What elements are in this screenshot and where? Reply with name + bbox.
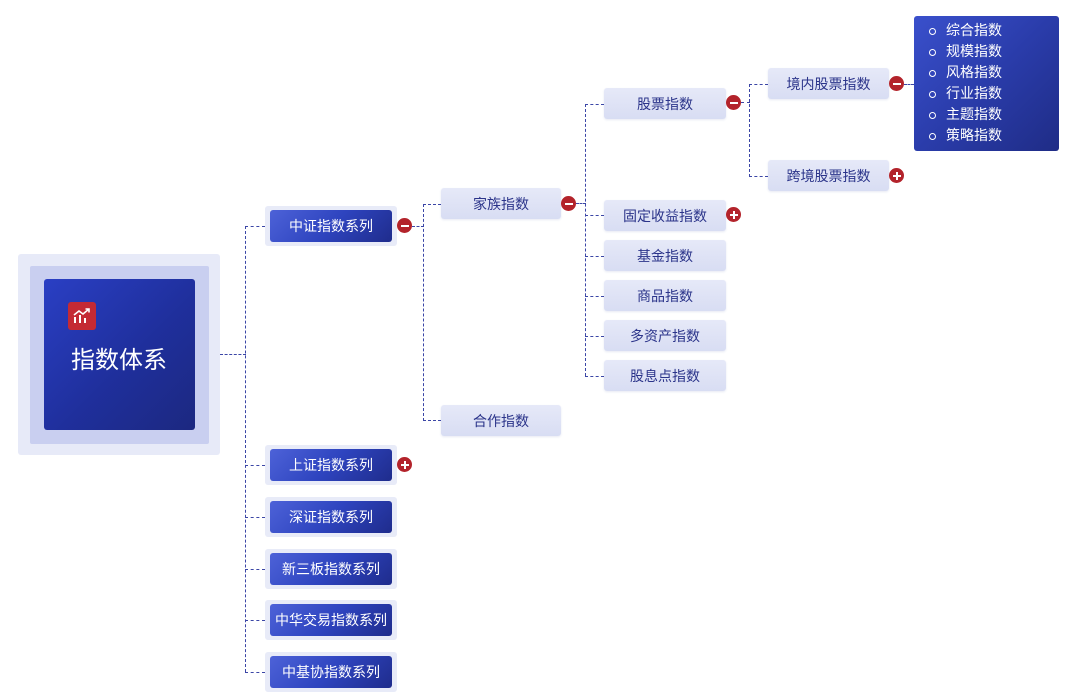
series-ctc-label: 中华交易指数系列	[275, 613, 387, 629]
series-csi-node[interactable]: 中证指数系列	[270, 210, 392, 242]
bullet-icon	[929, 133, 936, 140]
plus-icon	[729, 210, 738, 219]
connector-family-trunk	[585, 104, 586, 376]
domestic-index-list-panel: 综合指数 规模指数 风格指数 行业指数 主题指数 策略指数	[914, 16, 1059, 151]
connector-series-6	[245, 672, 265, 673]
commodity-index-node[interactable]: 商品指数	[604, 280, 726, 311]
fund-index-label: 基金指数	[637, 248, 693, 265]
series-neeq-label: 新三板指数系列	[282, 562, 380, 578]
minus-icon	[400, 224, 409, 227]
connector-domestic	[904, 84, 914, 85]
bullet-icon	[929, 70, 936, 77]
stock-index-label: 股票指数	[637, 96, 693, 113]
connector-series-3	[245, 517, 265, 518]
multi-asset-index-label: 多资产指数	[630, 328, 700, 345]
connector-series-2	[245, 465, 265, 466]
connector-series-1	[245, 226, 265, 227]
connector-family-1	[585, 104, 604, 105]
minus-icon	[564, 202, 573, 205]
series-amac-label: 中基协指数系列	[282, 665, 380, 681]
connector-series-trunk	[245, 226, 246, 672]
list-item[interactable]: 行业指数	[929, 84, 1002, 105]
domestic-stock-index-label: 境内股票指数	[786, 76, 871, 93]
multi-asset-index-node[interactable]: 多资产指数	[604, 320, 726, 351]
cross-border-stock-index-label: 跨境股票指数	[786, 168, 871, 185]
dividend-point-index-label: 股息点指数	[630, 368, 700, 385]
dividend-point-index-node[interactable]: 股息点指数	[604, 360, 726, 391]
list-item[interactable]: 综合指数	[929, 21, 1002, 42]
series-sse-label: 上证指数系列	[289, 458, 373, 474]
bullet-icon	[929, 49, 936, 56]
connector-csi-trunk	[423, 204, 424, 421]
connector-stock	[741, 102, 750, 103]
connector-family-6	[585, 376, 604, 377]
plus-icon	[400, 460, 409, 469]
series-csi-label: 中证指数系列	[289, 219, 373, 235]
fixed-income-index-label: 固定收益指数	[623, 208, 707, 225]
connector-family-4	[585, 296, 604, 297]
minus-icon	[892, 82, 901, 85]
stock-index-collapse-toggle[interactable]	[726, 95, 741, 110]
list-item[interactable]: 策略指数	[929, 126, 1002, 147]
plus-icon	[892, 171, 901, 180]
connector-stock-2	[749, 176, 768, 177]
domestic-stock-collapse-toggle[interactable]	[889, 76, 904, 91]
series-szse-label: 深证指数系列	[289, 510, 373, 526]
bullet-icon	[929, 91, 936, 98]
connector-csi-1	[423, 204, 441, 205]
list-item[interactable]: 主题指数	[929, 105, 1002, 126]
cross-border-stock-index-node[interactable]: 跨境股票指数	[768, 160, 889, 191]
connector-family-3	[585, 256, 604, 257]
connector-root	[220, 354, 246, 355]
family-index-node[interactable]: 家族指数	[441, 188, 561, 219]
series-ctc-node[interactable]: 中华交易指数系列	[270, 604, 392, 636]
cooperation-index-node[interactable]: 合作指数	[441, 405, 561, 436]
chart-trend-icon	[68, 302, 96, 330]
list-item[interactable]: 风格指数	[929, 63, 1002, 84]
series-amac-node[interactable]: 中基协指数系列	[270, 656, 392, 688]
root-title: 指数体系	[71, 346, 167, 374]
cooperation-index-label: 合作指数	[473, 413, 529, 430]
connector-series-4	[245, 569, 265, 570]
connector-csi-2	[423, 420, 441, 421]
family-index-collapse-toggle[interactable]	[561, 196, 576, 211]
fixed-income-index-node[interactable]: 固定收益指数	[604, 200, 726, 231]
domestic-index-list: 综合指数 规模指数 风格指数 行业指数 主题指数 策略指数	[929, 21, 1002, 147]
connector-stock-1	[749, 84, 768, 85]
list-item[interactable]: 规模指数	[929, 42, 1002, 63]
connector-stock-trunk	[749, 84, 750, 177]
fund-index-node[interactable]: 基金指数	[604, 240, 726, 271]
fixed-income-expand-toggle[interactable]	[726, 207, 741, 222]
connector-family-2	[585, 215, 604, 216]
family-index-label: 家族指数	[473, 196, 529, 213]
domestic-stock-index-node[interactable]: 境内股票指数	[768, 68, 889, 99]
series-csi-collapse-toggle[interactable]	[397, 218, 412, 233]
connector-family-5	[585, 336, 604, 337]
connector-family	[576, 203, 586, 204]
bullet-icon	[929, 112, 936, 119]
connector-series-5	[245, 620, 265, 621]
minus-icon	[729, 101, 738, 104]
series-szse-node[interactable]: 深证指数系列	[270, 501, 392, 533]
connector-csi	[412, 226, 424, 227]
stock-index-node[interactable]: 股票指数	[604, 88, 726, 119]
series-sse-expand-toggle[interactable]	[397, 457, 412, 472]
bullet-icon	[929, 28, 936, 35]
series-neeq-node[interactable]: 新三板指数系列	[270, 553, 392, 585]
root-node[interactable]: 指数体系	[44, 279, 195, 430]
cross-border-stock-expand-toggle[interactable]	[889, 168, 904, 183]
series-sse-node[interactable]: 上证指数系列	[270, 449, 392, 481]
commodity-index-label: 商品指数	[637, 288, 693, 305]
